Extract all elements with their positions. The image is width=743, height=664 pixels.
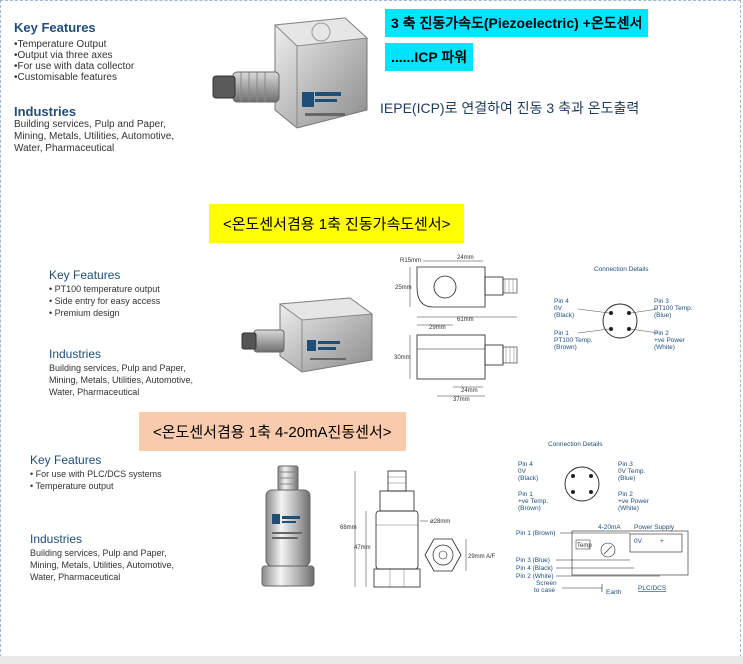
industries-line: Mining, Metals, Utilities, Automotive, xyxy=(30,560,175,570)
pin1-color: (Brown) xyxy=(518,505,541,512)
wire-earth: Earth xyxy=(606,589,622,596)
dim-47mm: 47mm xyxy=(354,545,371,551)
block1-industries-title: Industries xyxy=(14,104,77,119)
pin2-label: Pin 2 xyxy=(654,330,669,337)
wire-to-case: to case xyxy=(534,587,555,594)
industries-line: Water, Pharmaceutical xyxy=(49,387,140,397)
feature-item: • Premium design xyxy=(49,308,120,318)
dim-30mm: 30mm xyxy=(394,355,411,361)
feature-item: • Temperature output xyxy=(30,481,114,491)
block2-dimension-drawing: R15mm 24mm 25mm 61mm 29mm 30mm 24mm 37mm xyxy=(394,255,518,403)
pin1-label: Pin 1 xyxy=(554,330,569,337)
feature-item: •Customisable features xyxy=(14,72,117,83)
pin2-label: Pin 2 xyxy=(618,491,633,498)
block2-features-title: Key Features xyxy=(49,268,121,282)
triaxial-sensor-image xyxy=(212,17,369,129)
industries-line: Mining, Metals, Utilities, Automotive, xyxy=(49,375,194,385)
wire-screen: Screen xyxy=(536,580,557,587)
block3-dimension-drawing: 68mm 47mm ø28mm 29mm A/F xyxy=(340,470,496,588)
pin4-label: Pin 4 xyxy=(518,461,533,468)
block3-wiring-diagram: Pin 1 (Brown) 4-20mA Power Supply 0V + T… xyxy=(516,524,689,596)
industries-line: Water, Pharmaceutical xyxy=(30,572,121,582)
pin3-func: 0V Temp. xyxy=(618,468,646,475)
pin4-color: (Black) xyxy=(518,475,538,482)
conn-title: Connection Details xyxy=(594,266,649,273)
block2-features-list: • PT100 temperature output • Side entry … xyxy=(49,283,160,319)
wire-pin4: Pin 4 (Black) xyxy=(516,565,553,572)
block3-connection-details: Connection Details Pin 4 0V (Black) Pin … xyxy=(518,441,650,512)
block2-connection-details: Connection Details Pin 4 0V (Black) Pin … xyxy=(554,266,693,351)
pin2-color: (White) xyxy=(618,505,639,512)
wire-power-supply: Power Supply xyxy=(634,524,675,531)
block1-description: IEPE(ICP)로 연결하여 진동 3 축과 온도출력 xyxy=(380,100,640,116)
block2-industries-title: Industries xyxy=(49,347,102,361)
dim-61mm: 61mm xyxy=(457,317,474,323)
wire-temp: Temp xyxy=(577,543,592,549)
headline-triaxial: 3 축 진동가속도(Piezoelectric) +온도센서 xyxy=(385,9,649,37)
feature-item: • PT100 temperature output xyxy=(49,284,160,294)
block3-features-title: Key Features xyxy=(30,453,102,467)
block3-industries-text: Building services, Pulp and Paper, Minin… xyxy=(30,547,174,583)
pin1-label: Pin 1 xyxy=(518,491,533,498)
wire-4-20ma: 4-20mA xyxy=(598,524,621,531)
dim-25mm: 25mm xyxy=(395,285,412,291)
bottom-scroll-strip xyxy=(0,656,743,664)
industries-line: Building services, Pulp and Paper, xyxy=(14,119,166,130)
pin3-label: Pin 3 xyxy=(618,461,633,468)
pin4-func: 0V xyxy=(554,305,563,312)
dim-af: 29mm A/F xyxy=(468,554,496,560)
block1-industries-text: Building services, Pulp and Paper, Minin… xyxy=(14,119,174,155)
pin3-label: Pin 3 xyxy=(654,298,669,305)
block1-features-list: •Temperature Output •Output via three ax… xyxy=(14,39,134,83)
feature-item: •Output via three axes xyxy=(14,50,113,61)
pin3-color: (Blue) xyxy=(618,475,635,482)
feature-item: •Temperature Output xyxy=(14,39,107,50)
pin2-func: +ve Power xyxy=(654,337,686,344)
industries-line: Building services, Pulp and Paper, xyxy=(30,548,167,558)
pin1-func: +ve Temp. xyxy=(518,498,548,505)
industries-line: Mining, Metals, Utilities, Automotive, xyxy=(14,131,175,142)
block3-industries-title: Industries xyxy=(30,532,83,546)
banner-temp-1axis-accel: <온도센서겸용 1축 진동가속도센서> xyxy=(209,204,465,243)
top-entry-sensor-image xyxy=(261,465,315,587)
wire-plus: + xyxy=(660,538,664,545)
dim-68mm: 68mm xyxy=(340,525,357,531)
pin2-color: (White) xyxy=(654,344,675,351)
dim-24mm: 24mm xyxy=(457,255,474,261)
pin1-color: (Brown) xyxy=(554,344,577,351)
pin3-color: (Blue) xyxy=(654,312,671,319)
dim-29mm: 29mm xyxy=(429,325,446,331)
pin4-label: Pin 4 xyxy=(554,298,569,305)
industries-line: Building services, Pulp and Paper, xyxy=(49,363,186,373)
pin2-func: +ve Power xyxy=(618,498,650,505)
wire-plc-dcs: PLC/DCS xyxy=(638,585,667,592)
pin4-color: (Black) xyxy=(554,312,574,319)
dim-37mm: 37mm xyxy=(453,397,470,403)
banner-temp-1axis-4-20ma: <온도센서겸용 1축 4-20mA진동센서> xyxy=(139,412,406,451)
wire-0v: 0V xyxy=(634,538,643,545)
pin1-func: PT100 Temp. xyxy=(554,337,593,344)
dim-r15: R15mm xyxy=(400,258,421,264)
pin3-func: PT100 Temp. xyxy=(654,305,693,312)
conn-title: Connection Details xyxy=(548,441,603,448)
dim-24mm-b: 24mm xyxy=(461,388,478,394)
block2-industries-text: Building services, Pulp and Paper, Minin… xyxy=(49,362,193,398)
feature-item: •For use with data collector xyxy=(14,61,135,72)
dim-28mm: ø28mm xyxy=(430,519,450,525)
block3-features-list: • For use with PLC/DCS systems • Tempera… xyxy=(30,468,162,492)
pin4-func: 0V xyxy=(518,468,527,475)
industries-line: Water, Pharmaceutical xyxy=(14,143,115,154)
headline-icp-power: ......ICP 파워 xyxy=(385,43,474,71)
wire-pin2: Pin 2 (White) xyxy=(516,573,554,580)
feature-item: • Side entry for easy access xyxy=(49,296,161,306)
wire-pin3: Pin 3 (Blue) xyxy=(516,557,550,564)
side-entry-sensor-image xyxy=(241,297,374,373)
block1-features-title: Key Features xyxy=(14,20,96,35)
feature-item: • For use with PLC/DCS systems xyxy=(30,469,162,479)
wire-pin1: Pin 1 (Brown) xyxy=(516,530,555,537)
